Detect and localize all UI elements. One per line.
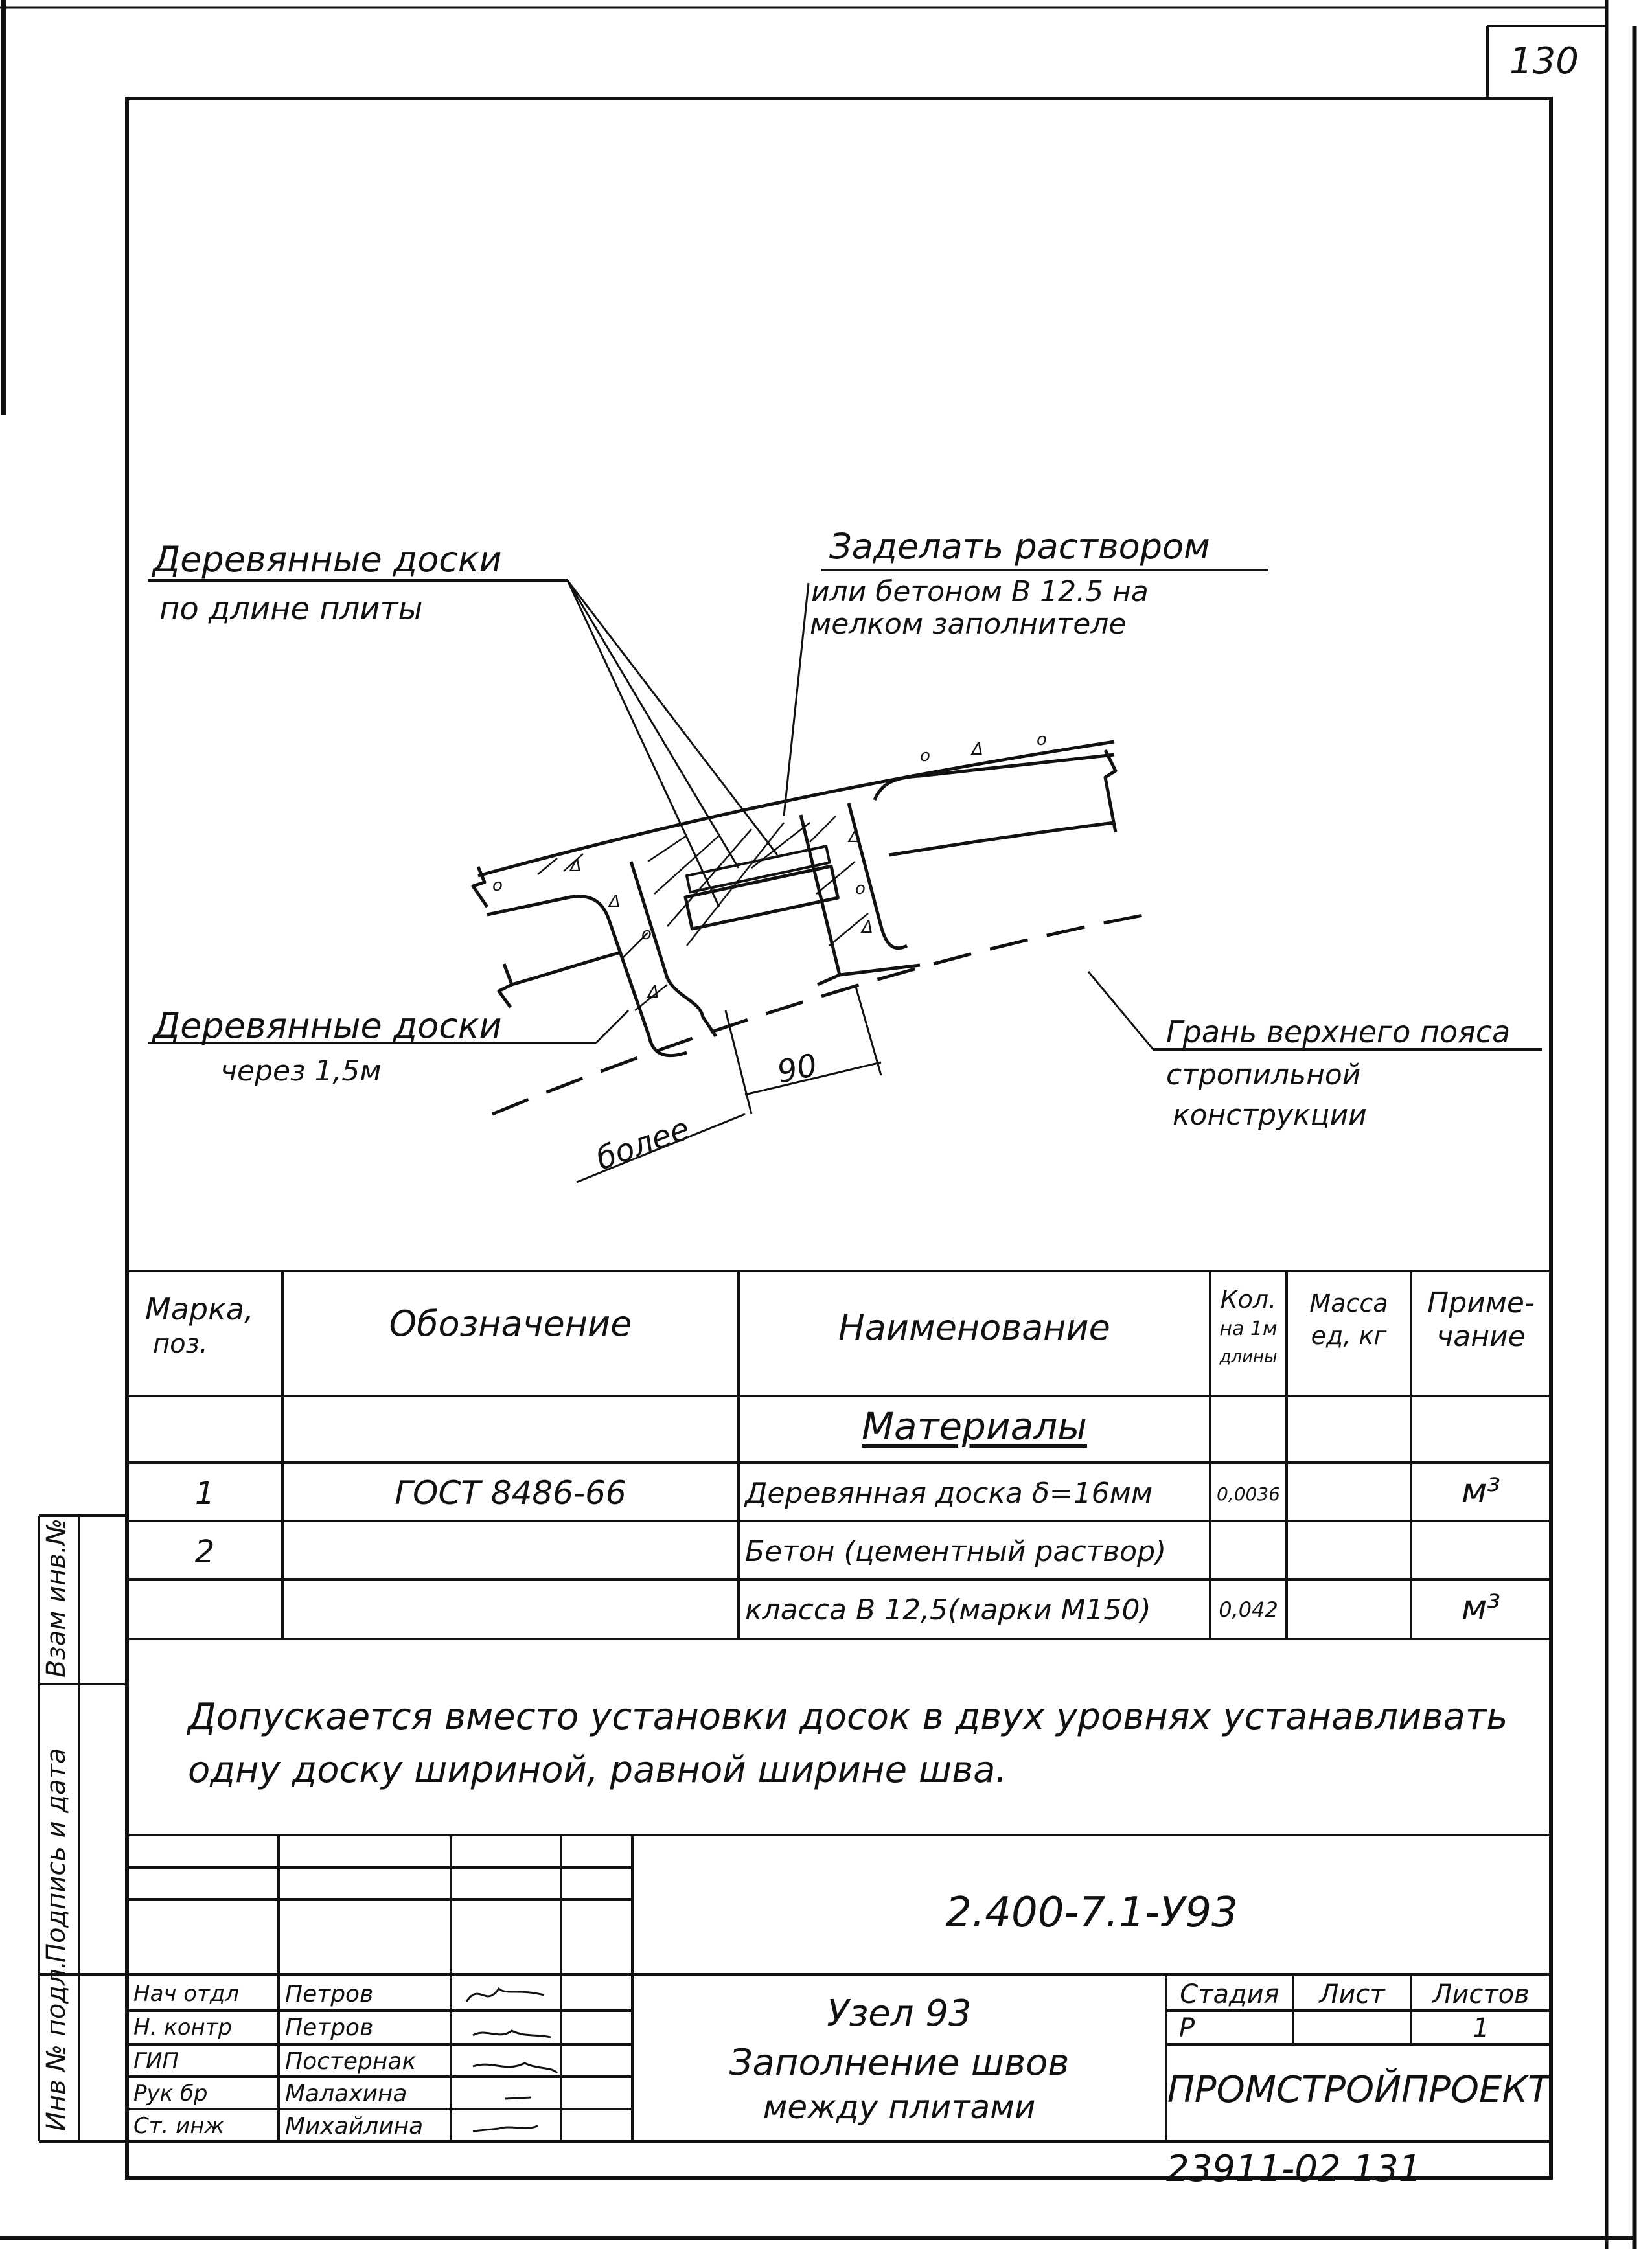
label-seal-1: Заделать раствором: [829, 526, 1210, 567]
name-4: Малахина: [285, 2081, 407, 2107]
svg-text:Δ: Δ: [970, 740, 983, 759]
label-boards-bottom-2: через 1,5м: [220, 1055, 382, 1088]
header-qty-2: на 1м: [1219, 1318, 1278, 1340]
label-edge-1: Грань верхнего пояса: [1166, 1014, 1511, 1049]
title-line-2: Заполнение швов: [729, 2042, 1070, 2084]
row-3-note: м³: [1461, 1588, 1501, 1627]
stamp-inv-orig: Инв № подл.: [41, 1960, 71, 2131]
svg-text:o: o: [855, 879, 866, 898]
header-mark-2: поз.: [153, 1329, 208, 1359]
header-qty-3: длины: [1219, 1347, 1278, 1367]
name-2: Петров: [285, 2015, 374, 2041]
label-boards-bottom-1: Деревянные доски: [153, 1005, 502, 1046]
header-qty-1: Кол.: [1220, 1285, 1277, 1314]
row-3-name: класса В 12,5(марки М150): [745, 1593, 1151, 1627]
row-1-note: м³: [1461, 1472, 1501, 1511]
sheet-label: Лист: [1319, 1980, 1385, 2009]
sheets-label: Листов: [1432, 1980, 1530, 2009]
header-name: Наименование: [838, 1307, 1110, 1348]
svg-text:o: o: [492, 876, 503, 895]
row-2-name: Бетон (цементный раствор): [745, 1535, 1167, 1568]
svg-text:o: o: [1037, 730, 1047, 749]
row-1-qty: 0,0036: [1217, 1483, 1280, 1505]
stamp-sign-date: Подпись и дата: [41, 1748, 71, 1963]
row-1-designation: ГОСТ 8486-66: [395, 1474, 626, 1512]
doc-code: 2.400-7.1-У93: [945, 1889, 1238, 1937]
svg-text:o: o: [920, 746, 930, 766]
stage-label: Стадия: [1180, 1980, 1279, 2009]
note-line-1: Допускается вместо установки досок в дву…: [188, 1696, 1508, 1738]
name-5: Михайлина: [285, 2113, 424, 2140]
header-designation: Обозначение: [389, 1303, 632, 1344]
header-mass-2: ед, кг: [1311, 1321, 1387, 1350]
name-1: Петров: [285, 1981, 374, 2007]
header-note-2: чание: [1436, 1320, 1526, 1353]
title-line-1: Узел 93: [827, 1992, 972, 2035]
sheet-number: 130: [1509, 40, 1579, 82]
row-1-name: Деревянная доска δ=16мм: [745, 1477, 1153, 1510]
label-seal-3: мелком заполнителе: [810, 608, 1127, 641]
row-1-mark: 1: [194, 1476, 215, 1512]
section-materials: Материалы: [862, 1404, 1087, 1448]
org-name: ПРОМСТРОЙПРОЕКТ: [1167, 2069, 1550, 2111]
note-line-2: одну доску шириной, равной ширине шва.: [188, 1749, 1007, 1791]
role-2: Н. контр: [133, 2015, 233, 2040]
title-line-3: между плитами: [763, 2088, 1036, 2126]
svg-text:Δ: Δ: [847, 827, 860, 847]
footer-code: 23911-02 131: [1166, 2148, 1422, 2190]
svg-text:Δ: Δ: [647, 983, 660, 1002]
role-5: Ст. инж: [133, 2113, 225, 2139]
role-1: Нач отдл: [133, 1981, 240, 2007]
name-3: Постернак: [285, 2048, 417, 2075]
signature-marks: [465, 1987, 558, 2132]
sheets-value: 1: [1473, 2013, 1489, 2043]
role-4: Рук бр: [133, 2081, 208, 2106]
header-mark: Марка,: [145, 1292, 254, 1327]
label-edge-2: стропильной: [1166, 1058, 1361, 1091]
row-2-mark: 2: [194, 1534, 215, 1570]
svg-text:Δ: Δ: [608, 892, 621, 911]
header-mass-1: Масса: [1309, 1289, 1388, 1318]
joint-detail: [471, 740, 1118, 1058]
svg-text:Δ: Δ: [569, 856, 582, 876]
stage-value: Р: [1179, 2013, 1195, 2043]
svg-text:Δ: Δ: [860, 918, 873, 937]
stamp-replace-inv: Взам инв.№: [41, 1518, 71, 1678]
role-3: ГИП: [133, 2048, 179, 2074]
label-boards-top-1: Деревянные доски: [153, 539, 502, 580]
label-seal-2: или бетоном В 12.5 на: [811, 575, 1149, 608]
header-note-1: Приме-: [1427, 1286, 1535, 1319]
svg-text:o: o: [641, 924, 652, 944]
label-edge-3: конструкции: [1173, 1099, 1367, 1132]
row-3-qty: 0,042: [1219, 1597, 1278, 1622]
label-boards-top-2: по длине плиты: [159, 591, 423, 627]
